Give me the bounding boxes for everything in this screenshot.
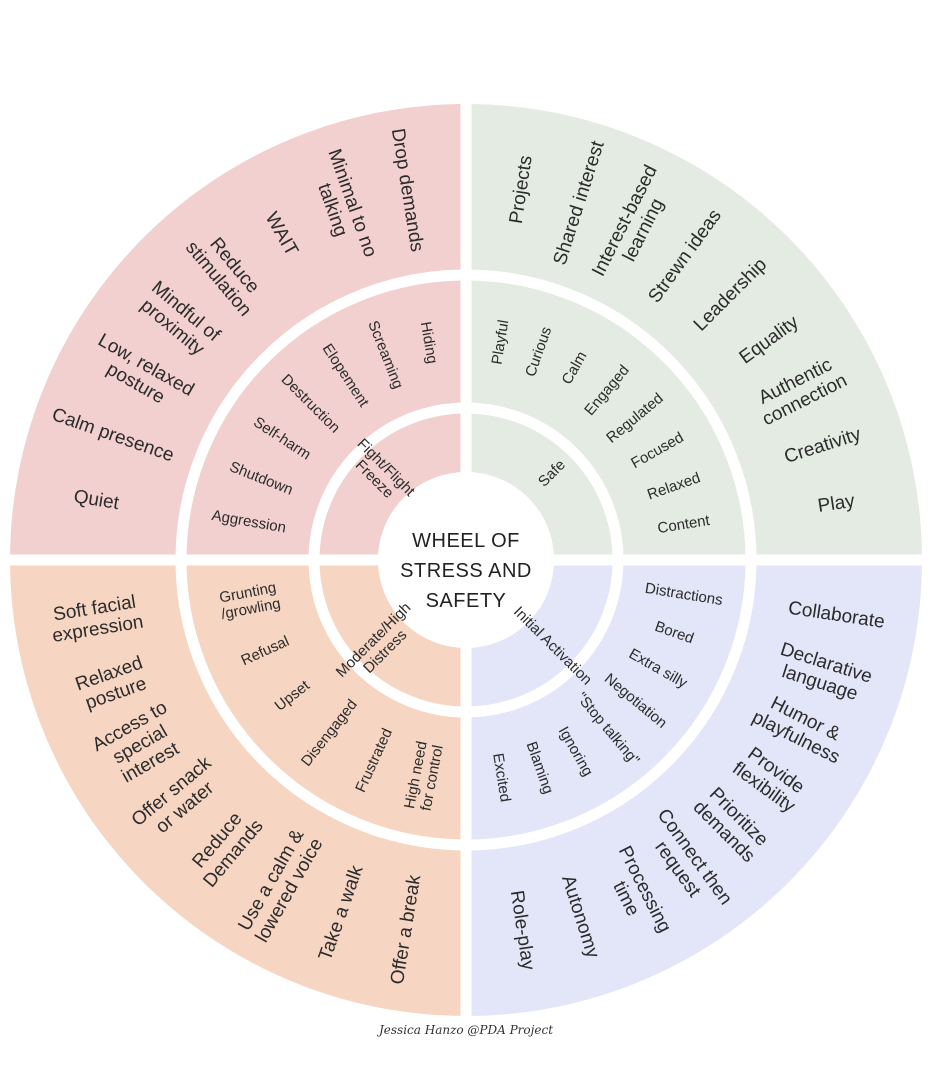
top-right-middle-item-line: Playful [488,319,512,366]
center-title-line-1: WHEEL OF [412,530,520,552]
center-label: WHEEL OF STRESS AND SAFETY [400,530,532,612]
center-title-line-2: STRESS AND [400,560,532,582]
quadrant-top-right [466,104,922,560]
quadrant-top-left [10,104,466,560]
top-right-middle-item: Playful [488,319,512,366]
wheel-sectors [10,104,922,1016]
inner-ring-divider [308,402,624,718]
quadrant-bottom-left [10,560,466,1016]
wheel-dividers [8,102,924,1018]
bottom-left-middle-item: Grunting/growling [218,579,282,623]
author-credit: Jessica Hanzo @PDA Project [376,1023,553,1037]
center-hub [378,472,554,648]
center-title-line-3: SAFETY [426,590,507,612]
outer-ring-divider [175,269,757,851]
quadrant-bottom-right [466,560,922,1016]
